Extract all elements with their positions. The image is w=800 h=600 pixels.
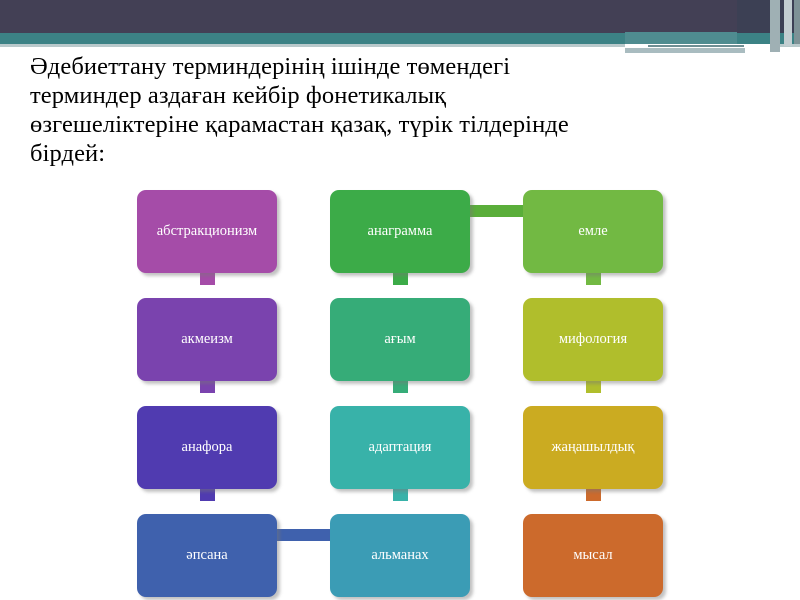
connector-stub-vertical [393,272,408,285]
header-rule [648,45,744,47]
header-notch-pale [625,48,745,53]
connector-stub-vertical [200,272,215,285]
diagram-node[interactable]: емле [523,190,663,273]
connector-stub-vertical [200,380,215,393]
diagram-node-label: анафора [181,439,233,455]
diagram-node-label: альманах [371,547,429,563]
diagram-node-label: адаптация [368,439,432,455]
diagram-node[interactable]: акмеизм [137,298,277,381]
diagram-node[interactable]: әпсана [137,514,277,597]
header-accent-light [0,44,800,47]
diagram-node-label: әпсана [186,547,228,563]
diagram-node[interactable]: жаңашылдық [523,406,663,489]
page-title-line-1: Әдебиеттану терминдерінің ішінде төменде… [30,53,511,80]
header-band [0,0,800,33]
page-title-line-3: өзгешеліктеріне қарамастан қазақ, түрік … [30,111,569,138]
diagram-node[interactable]: мысал [523,514,663,597]
diagram-node-label: акмеизм [181,331,233,347]
connector-stub-vertical [200,488,215,501]
diagram-node-label: мысал [573,547,613,563]
diagram-node[interactable]: анаграмма [330,190,470,273]
diagram-node-label: емле [578,223,608,239]
diagram-node-label: ағым [384,331,416,347]
connector-bar-horizontal [464,205,529,217]
connector-stub-vertical [586,488,601,501]
header-right-edge [794,0,800,44]
connector-stub-vertical [393,488,408,501]
page-title-line-2: терминдер аздаған кейбір фонетикалық [30,82,447,109]
connector-stub-vertical [586,380,601,393]
diagram-node[interactable]: адаптация [330,406,470,489]
header-accent-band [0,33,800,44]
diagram-node-label: абстракционизм [156,223,258,239]
header-right-strip [770,0,780,52]
diagram-node[interactable]: альманах [330,514,470,597]
diagram-node[interactable]: ағым [330,298,470,381]
connector-stub-vertical [393,380,408,393]
diagram-node-label: анаграмма [367,223,433,239]
connector-stub-vertical [586,272,601,285]
page-title-line-4: бірдей: [30,140,106,167]
connector-bar-horizontal [271,529,336,541]
header-notch [625,32,737,44]
header-right-strip-2 [784,0,792,46]
diagram-node[interactable]: анафора [137,406,277,489]
diagram-node[interactable]: абстракционизм [137,190,277,273]
diagram-node[interactable]: мифология [523,298,663,381]
header-divider-line [0,47,625,49]
page-title: Әдебиеттану терминдерінің ішінде төменде… [30,52,772,168]
diagram-node-label: мифология [558,331,628,347]
diagram-node-label: жаңашылдық [551,439,635,455]
